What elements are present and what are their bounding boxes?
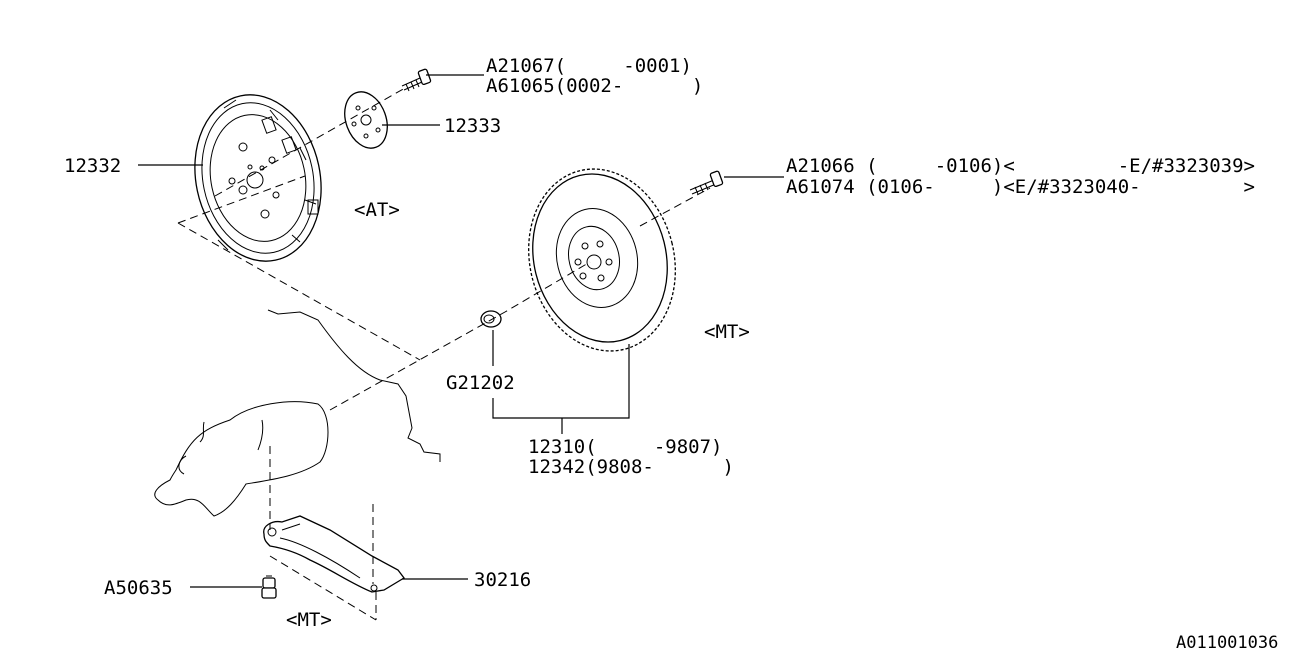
transmission-outline bbox=[154, 309, 441, 517]
label-12342: 12342(9808- ) bbox=[528, 456, 734, 478]
drive-plate-12332[interactable] bbox=[180, 83, 336, 273]
label-a61074: A61074 (0106- )<E/#3323040- > bbox=[786, 176, 1255, 198]
label-30216: 30216 bbox=[474, 569, 531, 591]
label-12332: 12332 bbox=[64, 155, 121, 177]
flywheel-mt[interactable] bbox=[510, 153, 694, 366]
bolt-a21066[interactable] bbox=[689, 170, 724, 195]
label-a61065: A61065(0002- ) bbox=[486, 75, 703, 97]
label-12310: 12310( -9807) bbox=[528, 436, 722, 458]
label-at: <AT> bbox=[354, 199, 400, 221]
label-12333: 12333 bbox=[444, 115, 501, 137]
diagram-id: A011001036 bbox=[1176, 633, 1278, 653]
leader-lines bbox=[138, 74, 784, 588]
label-g21202: G21202 bbox=[446, 372, 515, 394]
label-a21067: A21067( -0001) bbox=[486, 55, 692, 77]
label-a21066: A21066 ( -0106)< -E/#3323039> bbox=[786, 155, 1255, 177]
label-mt-flywheel: <MT> bbox=[704, 321, 750, 343]
bolt-a50635[interactable] bbox=[261, 575, 277, 599]
pilot-bearing-g21202[interactable] bbox=[480, 310, 502, 328]
assembly-lines bbox=[177, 87, 711, 621]
cover-plate-30216[interactable] bbox=[263, 515, 405, 593]
label-mt-cover: <MT> bbox=[286, 609, 332, 631]
bolt-a21067[interactable] bbox=[401, 68, 432, 92]
label-a50635: A50635 bbox=[104, 577, 173, 599]
reinforcement-plate-12333[interactable] bbox=[337, 86, 394, 154]
